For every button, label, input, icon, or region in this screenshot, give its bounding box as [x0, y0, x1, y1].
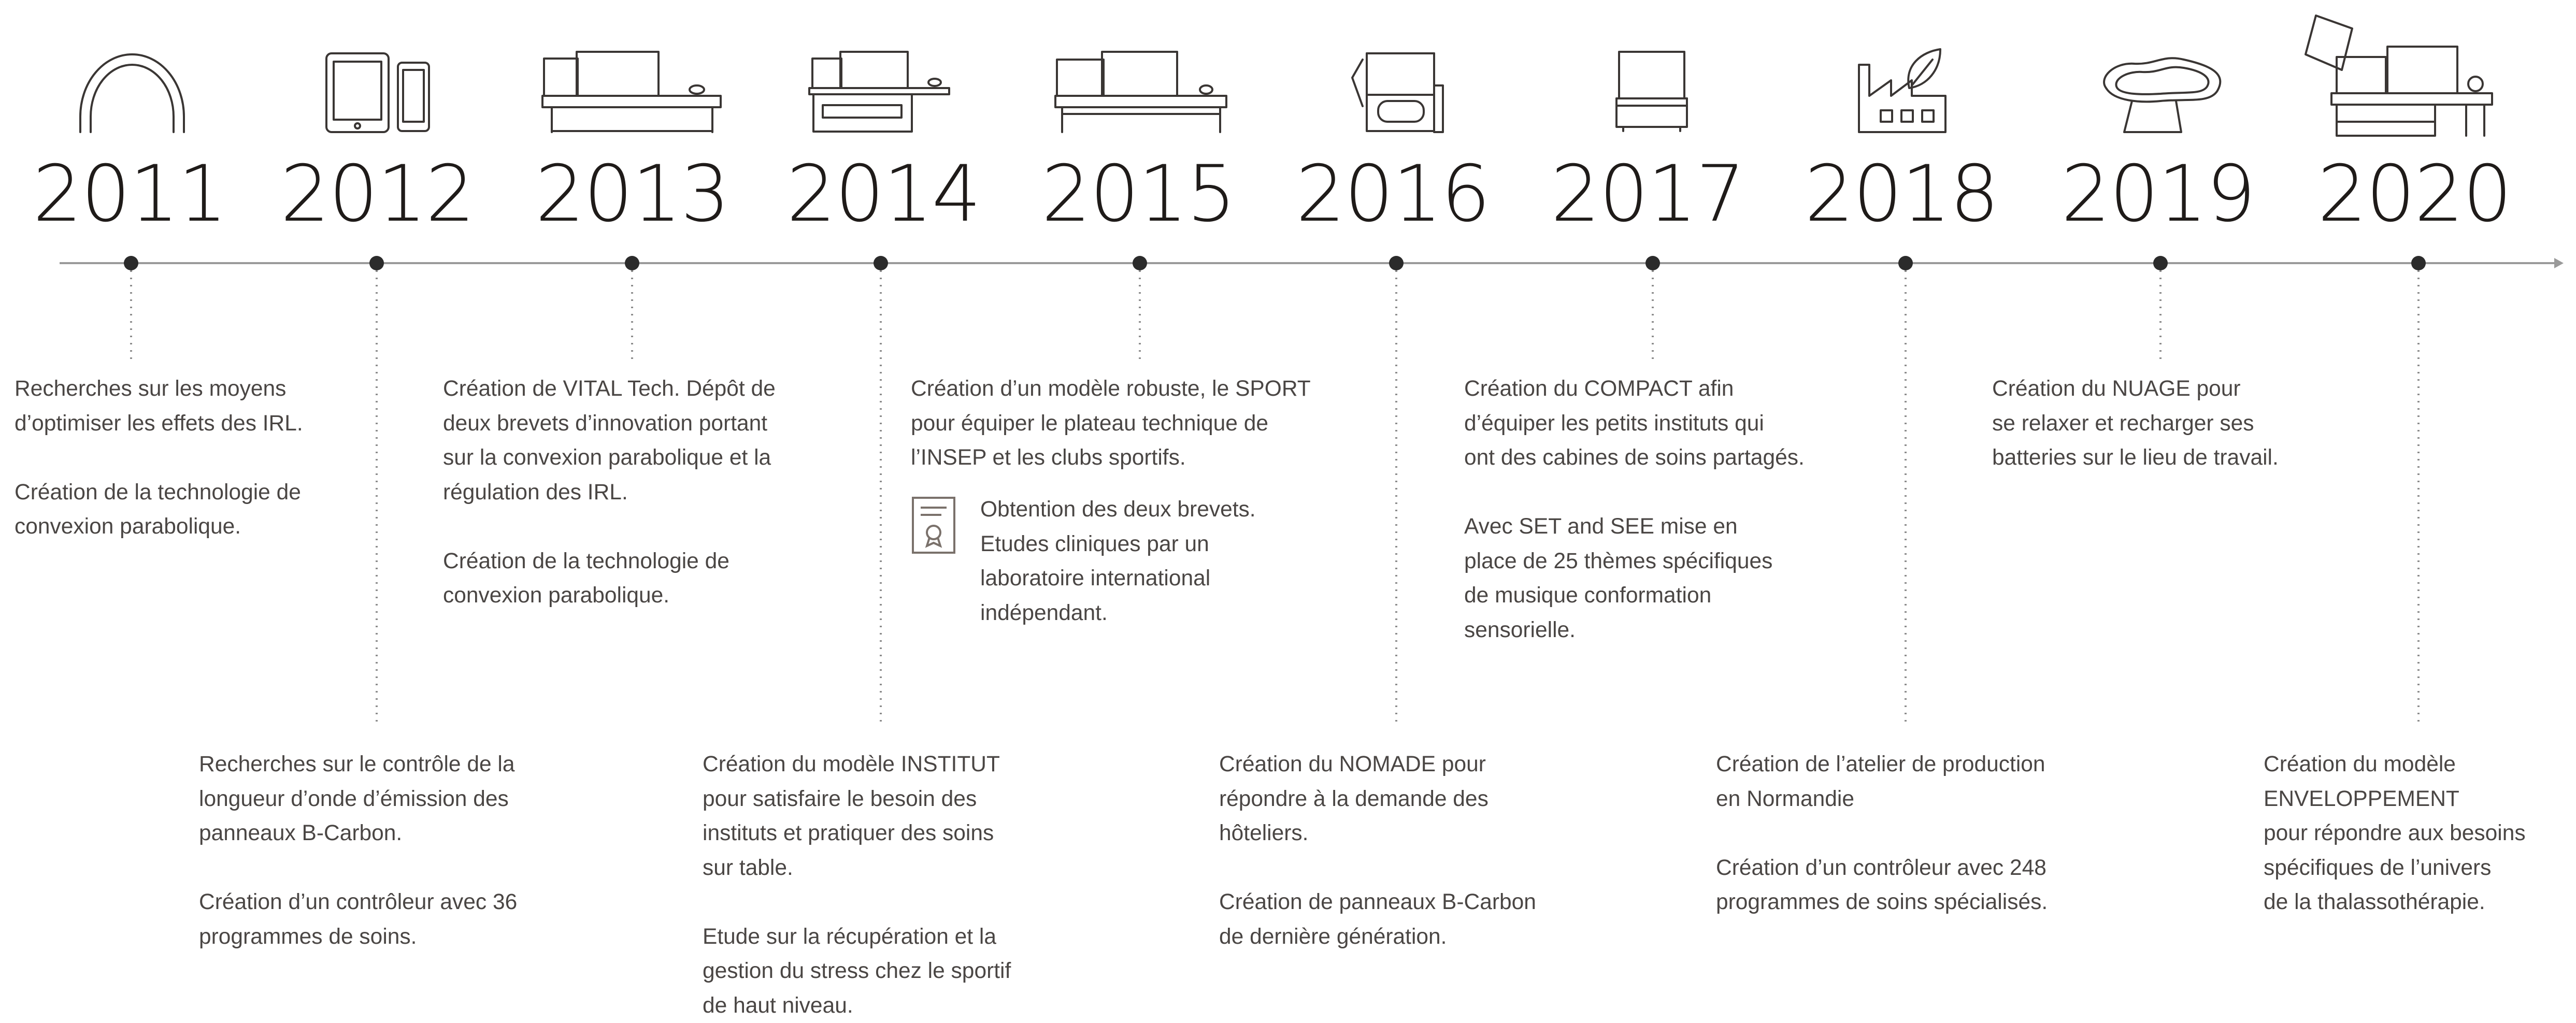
dot-2015 — [1133, 256, 1147, 270]
entry-paragraph: Création du modèle INSTITUT pour satisfa… — [703, 747, 1011, 885]
dot-2020 — [2411, 256, 2426, 270]
entry-paragraph: Etude sur la récupération et la gestion … — [703, 920, 1011, 1023]
entry-2011: Recherches sur les moyens d’optimiser le… — [15, 372, 303, 544]
entry-paragraph: Création de la technologie de convexion … — [15, 476, 303, 544]
entry-paragraph: Création d’un contrôleur avec 248 progra… — [1716, 851, 2048, 920]
entry-paragraph: Recherches sur le contrôle de la longueu… — [199, 747, 517, 851]
entry-paragraph: Création du modèle ENVELOPPEMENT pour ré… — [2264, 747, 2526, 920]
entry-paragraph: Création de panneaux B-Carbon de dernièr… — [1219, 885, 1536, 954]
dot-2011 — [124, 256, 138, 270]
dot-2016 — [1389, 256, 1404, 270]
entry-2013: Création de VITAL Tech. Dépôt de deux br… — [443, 372, 776, 613]
dot-2012 — [369, 256, 384, 270]
entry-2017: Création du COMPACT afin d’équiper les p… — [1464, 372, 1805, 647]
entry-paragraph: Avec SET and SEE mise en place de 25 thè… — [1464, 510, 1805, 647]
dot-2019 — [2153, 256, 2168, 270]
entry-2014: Création du modèle INSTITUT pour satisfa… — [703, 747, 1011, 1023]
certificate-icon — [911, 496, 956, 557]
timeline-arrow-icon — [2554, 258, 2564, 268]
entry-paragraph: Création d’un contrôleur avec 36 program… — [199, 885, 517, 954]
entry-2012: Recherches sur le contrôle de la longueu… — [199, 747, 517, 954]
entry-2016: Création du NOMADE pour répondre à la de… — [1219, 747, 1536, 954]
entry-2015: Création d’un modèle robuste, le SPORT p… — [911, 372, 1311, 476]
dot-2017 — [1645, 256, 1660, 270]
dot-2013 — [625, 256, 639, 270]
entry-paragraph: Création du COMPACT afin d’équiper les p… — [1464, 372, 1805, 476]
entry-paragraph: Création du NUAGE pour se relaxer et rec… — [1992, 372, 2279, 476]
entry-paragraph: Création de VITAL Tech. Dépôt de deux br… — [443, 372, 776, 510]
entry-paragraph: Création du NOMADE pour répondre à la de… — [1219, 747, 1536, 851]
entry-paragraph: Création de l’atelier de production en N… — [1716, 747, 2048, 816]
entry-2020: Création du modèle ENVELOPPEMENT pour ré… — [2264, 747, 2526, 920]
entry-paragraph: Recherches sur les moyens d’optimiser le… — [15, 372, 303, 441]
entry-paragraph: Création de la technologie de convexion … — [443, 544, 776, 613]
entry-2015-note: Obtention des deux brevets. Etudes clini… — [980, 493, 1256, 630]
dot-2018 — [1898, 256, 1913, 270]
entry-paragraph: Création d’un modèle robuste, le SPORT p… — [911, 372, 1311, 476]
entry-2019: Création du NUAGE pour se relaxer et rec… — [1992, 372, 2279, 476]
entry-2018: Création de l’atelier de production en N… — [1716, 747, 2048, 920]
dot-2014 — [874, 256, 888, 270]
